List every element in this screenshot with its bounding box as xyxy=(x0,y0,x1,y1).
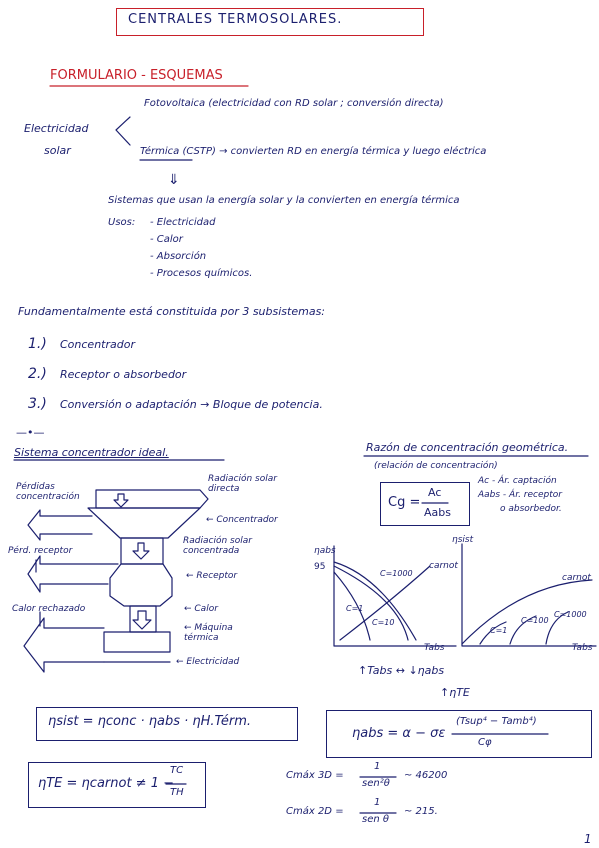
usos-label: Usos: xyxy=(108,217,136,228)
radiacion-concentrada: Radiación solar concentrada xyxy=(183,536,252,556)
graph2-arc-c1 xyxy=(479,621,507,645)
calor-rechazado: Calor rechazado xyxy=(12,604,86,614)
graph1-c10: C=10 xyxy=(372,618,395,627)
graph2-axes xyxy=(461,543,597,647)
subsistema-num: 2.) xyxy=(28,366,47,382)
electricidad-label: ← Electricidad xyxy=(176,657,240,667)
graph2-arc-c1000 xyxy=(545,611,569,645)
relation-tabs: ↑Tabs ↔ ↓ηabs xyxy=(358,664,445,677)
graph1-c1: C=1 xyxy=(346,604,364,613)
perd-receptor: Pérd. receptor xyxy=(8,546,73,556)
graph1-carnot: carnot xyxy=(429,561,458,571)
cg-def: o absorbedor. xyxy=(500,504,562,514)
concentrador-label: ← Concentrador xyxy=(206,515,278,525)
uso-item: - Electricidad xyxy=(150,217,216,228)
abs-num: (Tsup⁴ − Tamb⁴) xyxy=(456,716,537,727)
cmax2d-val: ~ 215. xyxy=(404,806,438,817)
section-title: FORMULARIO - ESQUEMAS xyxy=(50,68,223,83)
relation-te: ↑ηTE xyxy=(440,686,470,699)
electricidad-label: Electricidad xyxy=(24,122,89,135)
cmax3d-lhs: Cmáx 3D = xyxy=(286,770,344,781)
concentrador-shape xyxy=(87,507,201,539)
cmax2d-lhs: Cmáx 2D = xyxy=(286,806,344,817)
receptor-shape xyxy=(109,563,173,607)
cmax2d-den: sen θ xyxy=(362,814,389,825)
divider: —•— xyxy=(16,426,45,439)
cg-num: Ac xyxy=(428,486,442,499)
graph1-curve-c1000 xyxy=(333,571,371,641)
razon-subtitle: (relación de concentración) xyxy=(374,461,498,471)
cg-lhs: Cg = xyxy=(388,495,421,510)
graph2-c100: C=100 xyxy=(521,616,549,625)
te-formula-box xyxy=(28,762,206,808)
calor-label: ← Calor xyxy=(184,604,218,614)
te-den: TH xyxy=(170,787,184,798)
graph1-ylabel: ηabs xyxy=(314,546,336,556)
graph2-carnot: carnot xyxy=(562,573,591,583)
page-number: 1 xyxy=(584,832,592,846)
uso-item: - Calor xyxy=(150,234,183,245)
subsistema-num: 3.) xyxy=(28,396,47,412)
cg-formula-box xyxy=(380,482,470,526)
graph2-arc-c100 xyxy=(509,615,537,645)
down-arrow-icon xyxy=(132,610,152,630)
maquina-termica: ← Máquina térmica xyxy=(184,623,233,643)
cmax3d-val: ~ 46200 xyxy=(404,770,448,781)
razon-title: Razón de concentración geométrica. xyxy=(366,441,569,454)
te-formula: ηTE = ηcarnot ≠ 1 − xyxy=(38,776,174,791)
graph2-ylabel: ηsist xyxy=(452,535,474,545)
graph1-xlabel: Tabs xyxy=(424,643,445,653)
graph1-axes xyxy=(333,545,457,647)
sistemas-text: Sistemas que usan la energía solar y la … xyxy=(108,195,460,206)
termica-text: Térmica (CSTP) → convierten RD en energí… xyxy=(140,146,487,157)
abs-den: Cφ xyxy=(478,737,492,748)
sist-formula-box xyxy=(36,707,298,741)
subsistema-text: Receptor o absorbedor xyxy=(60,368,187,381)
graph1-c1000: C=1000 xyxy=(380,569,413,578)
cmax2d-num: 1 xyxy=(374,797,381,808)
graph2-c1: C=1 xyxy=(490,626,508,635)
fotovoltaica-text: Fotovoltaica (electricidad con RD solar … xyxy=(144,98,444,109)
subsistema-num: 1.) xyxy=(28,336,47,352)
uso-item: - Procesos químicos. xyxy=(150,268,253,279)
receptor-label: ← Receptor xyxy=(186,571,238,581)
fundamental-text: Fundamentalmente está constituida por 3 … xyxy=(18,305,326,318)
graph1-curve-c1 xyxy=(333,561,417,641)
cg-den: Aabs xyxy=(424,506,451,519)
loss-arrow-concentration xyxy=(27,509,93,541)
graph2-carnot xyxy=(461,579,593,645)
radiacion-directa: Radiación solar directa xyxy=(208,474,277,494)
cmax3d-den: sen²θ xyxy=(362,778,390,789)
uso-item: - Absorción xyxy=(150,251,207,262)
graph1-carnot xyxy=(339,565,431,641)
graph2-c1000: C=1000 xyxy=(554,610,587,619)
abs-formula: ηabs = α − σε xyxy=(352,726,446,741)
page-title: CENTRALES TERMOSOLARES. xyxy=(128,12,343,27)
graph2-xlabel: Tabs xyxy=(572,643,593,653)
cg-def: Aabs - Ár. receptor xyxy=(478,490,562,500)
down-arrow-icon xyxy=(132,542,150,560)
graph1-y95: 95 xyxy=(314,562,326,572)
subsistema-text: Conversión o adaptación → Bloque de pote… xyxy=(60,398,323,411)
down-arrow-icon xyxy=(113,493,129,508)
abs-formula-box xyxy=(326,710,592,758)
diagram-title: Sistema concentrador ideal. xyxy=(14,446,169,459)
loss-arrow-heat xyxy=(23,617,105,673)
loss-arrow-receptor xyxy=(27,555,119,593)
concentrated-flow xyxy=(120,537,164,565)
te-num: TC xyxy=(170,765,184,776)
sist-formula: ηsist = ηconc · ηabs · ηH.Térm. xyxy=(48,714,252,729)
cmax3d-num: 1 xyxy=(374,761,381,772)
perdidas-concentracion: Pérdidas concentración xyxy=(16,482,80,502)
title-box xyxy=(116,8,424,36)
maquina-termica-shape xyxy=(103,631,171,653)
graph1-curve-c10 xyxy=(333,565,409,641)
top-flow-bar xyxy=(95,489,209,509)
double-down-arrow: ⇓ xyxy=(168,172,180,188)
cg-def: Ac - Ár. captación xyxy=(478,476,557,486)
brace-icon xyxy=(115,116,131,146)
solar-label: solar xyxy=(44,144,71,157)
subsistema-text: Concentrador xyxy=(60,338,135,351)
